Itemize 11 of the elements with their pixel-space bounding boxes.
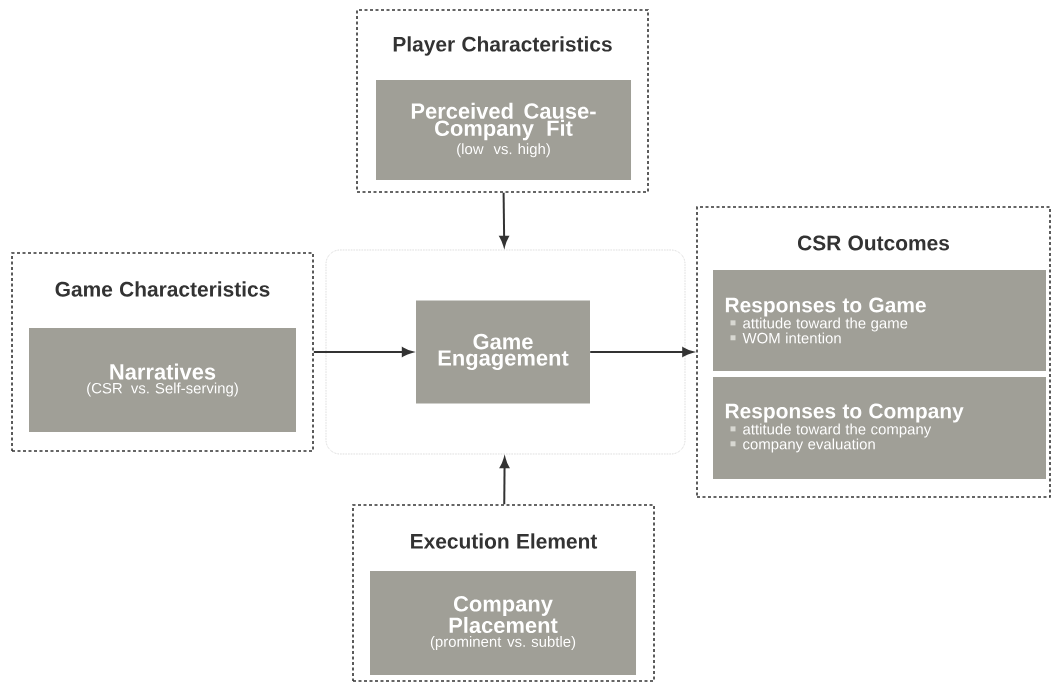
- arrow: [589, 347, 694, 357]
- outcome-box: Responses to Game attitude toward the game WOM intention: [713, 270, 1046, 371]
- process-box: Game Engagement: [416, 300, 590, 404]
- arrow: [312, 347, 413, 357]
- process-box: Narratives (CSR vs. Self-serving): [29, 328, 296, 432]
- arrow: [499, 457, 510, 506]
- process-box: Company Placement (prominent vs. subtle): [370, 571, 636, 675]
- arrow: [499, 191, 509, 247]
- outcome-box: Responses to Company attitude toward the company company evaluation: [713, 377, 1046, 479]
- rounded-box: [325, 249, 686, 455]
- process-box: Perceived Cause-Company Fit (low vs. high): [376, 80, 631, 180]
